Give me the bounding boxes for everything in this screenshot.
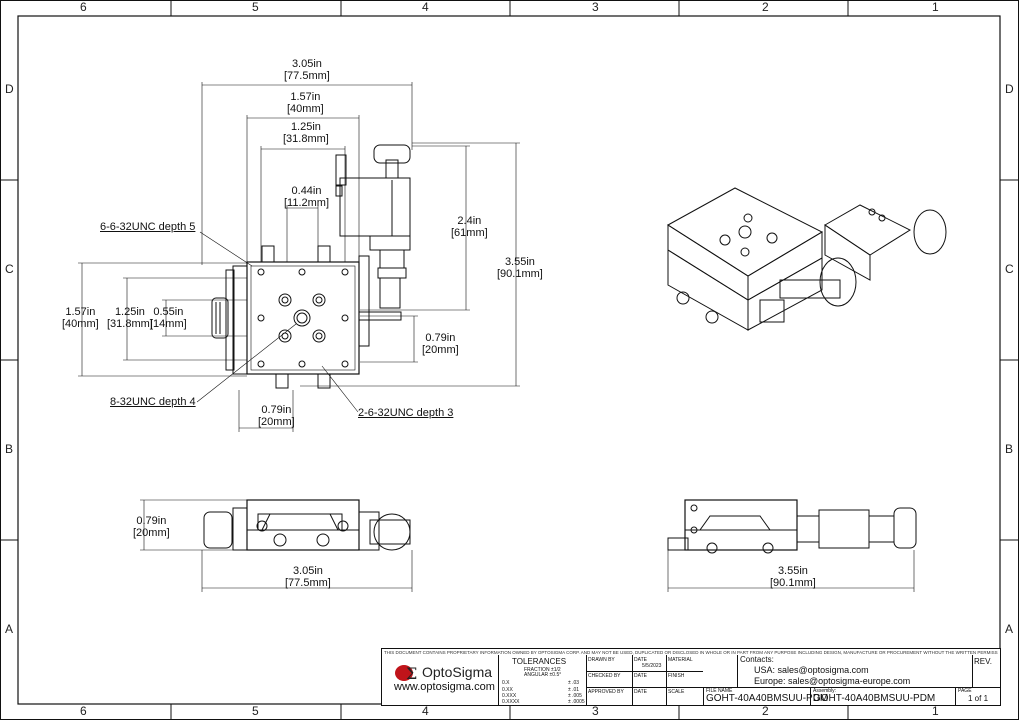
tol-row: 0.XXX xyxy=(502,693,517,699)
iso-view xyxy=(667,187,947,331)
dim-front-height: 0.79in[20mm] xyxy=(133,515,170,539)
zone-col-2: 2 xyxy=(762,0,769,14)
zone-row-c: C xyxy=(5,262,14,276)
zone-col-6: 6 xyxy=(80,0,87,14)
approved-by-label: APPROVED BY xyxy=(588,689,624,695)
tolerance-fraction: FRACTION ±1/2 xyxy=(524,667,561,673)
material-label: MATERIAL xyxy=(668,657,693,663)
dim-left-157: 1.57in[40mm] xyxy=(62,306,99,330)
file-name-label: FILE NAME xyxy=(706,688,733,694)
tolerances-label: TOLERANCES xyxy=(512,657,567,666)
zone-row-d-right: D xyxy=(1005,82,1014,96)
title-block: THIS DOCUMENT CONTAINS PROPRIETARY INFOR… xyxy=(381,648,1001,706)
zone-col-2-bottom: 2 xyxy=(762,704,769,718)
dim-right-24: 2.4in[61mm] xyxy=(451,215,488,239)
date-label-2: DATE xyxy=(634,673,647,679)
zone-row-a: A xyxy=(5,622,14,636)
zone-col-4: 4 xyxy=(422,0,429,14)
svg-text:Σ: Σ xyxy=(406,664,417,683)
callout-6-6-32unc: 6-6-32UNC depth 5 xyxy=(100,221,196,233)
tol-row-value: ± .005 xyxy=(568,693,582,699)
callout-8-32unc: 8-32UNC depth 4 xyxy=(110,396,196,408)
website-link[interactable]: www.optosigma.com xyxy=(394,681,495,693)
dim-right-079: 0.79in[20mm] xyxy=(422,332,459,356)
zone-col-6-bottom: 6 xyxy=(80,704,87,718)
rev-label: REV. xyxy=(974,657,992,666)
date-label-3: DATE xyxy=(634,689,647,695)
date-label: DATE xyxy=(634,657,647,663)
tol-row-value: ± .01 xyxy=(568,687,580,693)
dim-top-mid: 1.57in[40mm] xyxy=(287,91,324,115)
callout-2-6-32unc: 2-6-32UNC depth 3 xyxy=(358,407,454,419)
dim-top-inner: 1.25in[31.8mm] xyxy=(283,121,329,145)
top-view xyxy=(78,82,520,432)
dim-right-355: 3.55in[90.1mm] xyxy=(497,256,543,280)
zone-col-4-bottom: 4 xyxy=(422,704,429,718)
contacts-label: Contacts: xyxy=(740,655,774,664)
assembly-value: GOHT-40A40BMSUU-PDM xyxy=(813,693,936,704)
dim-bottom-079: 0.79in[20mm] xyxy=(258,404,295,428)
contact-usa[interactable]: USA: sales@optosigma.com xyxy=(754,665,869,675)
zone-col-3: 3 xyxy=(592,0,599,14)
scale-label: SCALE xyxy=(668,689,685,695)
date-value: 5/5/2023 xyxy=(642,663,662,669)
tol-row: 0.XXXX xyxy=(502,699,520,705)
zone-col-5: 5 xyxy=(252,0,259,14)
tolerance-angular: ANGULAR ±0.5° xyxy=(524,672,562,678)
page-label: PAGE xyxy=(958,688,972,694)
tol-row-value: ± .0005 xyxy=(568,699,585,705)
zone-col-3-bottom: 3 xyxy=(592,704,599,718)
file-name-value: GOHT-40A40BMSUU-PDM xyxy=(706,693,829,704)
dim-side-width: 3.55in[90.1mm] xyxy=(770,565,816,589)
page-value: 1 of 1 xyxy=(968,694,989,703)
assembly-label: Assembly: xyxy=(813,688,837,694)
zone-col-1: 1 xyxy=(932,0,939,14)
zone-row-c-right: C xyxy=(1005,262,1014,276)
logo-text: OptoSigma xyxy=(422,664,493,680)
logo: Σ OptoSigma xyxy=(394,663,504,685)
dim-front-width: 3.05in[77.5mm] xyxy=(285,565,331,589)
zone-row-b-right: B xyxy=(1005,442,1014,456)
front-view xyxy=(140,499,413,592)
proprietary-notice: THIS DOCUMENT CONTAINS PROPRIETARY INFOR… xyxy=(384,650,998,655)
dim-top-width: 3.05in[77.5mm] xyxy=(284,58,330,82)
tol-row-value: ± .03 xyxy=(568,680,580,686)
drawn-by-label: DRAWN BY xyxy=(588,657,615,663)
finish-label: FINISH xyxy=(668,673,685,679)
dim-left-125: 1.25in[31.8mm] xyxy=(107,306,153,330)
tol-row: 0.X xyxy=(502,680,510,686)
side-view xyxy=(667,499,917,592)
tol-row: 0.XX xyxy=(502,687,513,693)
zone-col-1-bottom: 1 xyxy=(932,704,939,718)
checked-by-label: CHECKED BY xyxy=(588,673,621,679)
zone-row-b: B xyxy=(5,442,14,456)
contact-europe[interactable]: Europe: sales@optosigma-europe.com xyxy=(754,676,911,686)
zone-col-5-bottom: 5 xyxy=(252,704,259,718)
zone-row-a-right: A xyxy=(1005,622,1014,636)
dim-left-055: 0.55in[14mm] xyxy=(150,306,187,330)
zone-row-d: D xyxy=(5,82,14,96)
dim-top-small: 0.44in[11.2mm] xyxy=(284,185,330,209)
